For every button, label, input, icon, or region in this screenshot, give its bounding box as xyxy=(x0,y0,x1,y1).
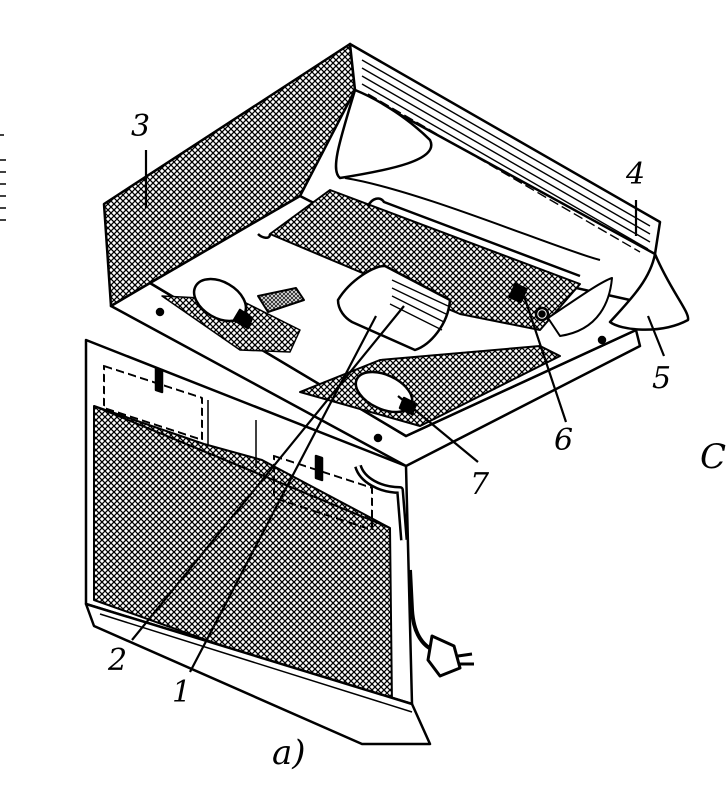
hood-body xyxy=(102,42,690,468)
front-mesh-strip xyxy=(299,345,561,427)
figure-caption: a) xyxy=(272,733,306,773)
leader-1 xyxy=(189,315,377,673)
edge-text: C xyxy=(700,437,726,477)
callout-4: 4 xyxy=(626,157,646,192)
fan-unit xyxy=(336,264,452,352)
leader-2 xyxy=(131,305,405,641)
leader-7 xyxy=(397,395,479,463)
plug xyxy=(426,634,462,678)
light-tube xyxy=(366,197,581,278)
callout-2: 2 xyxy=(108,643,128,678)
callout-5: 5 xyxy=(652,361,672,396)
edge-ticks xyxy=(0,134,6,221)
callout-3: 3 xyxy=(131,109,151,144)
leader-lines xyxy=(131,150,666,673)
callout-1: 1 xyxy=(172,675,192,710)
filter-panel xyxy=(84,338,432,746)
filter-lip xyxy=(84,602,432,746)
leader-5 xyxy=(646,315,666,357)
leader-6 xyxy=(522,295,568,423)
power-cord xyxy=(354,464,474,678)
callout-7: 7 xyxy=(470,467,490,502)
callout-6: 6 xyxy=(554,423,574,458)
right-reflector xyxy=(608,252,690,331)
lamp-hood-reflector xyxy=(334,88,433,180)
lamp-socket xyxy=(257,287,305,313)
